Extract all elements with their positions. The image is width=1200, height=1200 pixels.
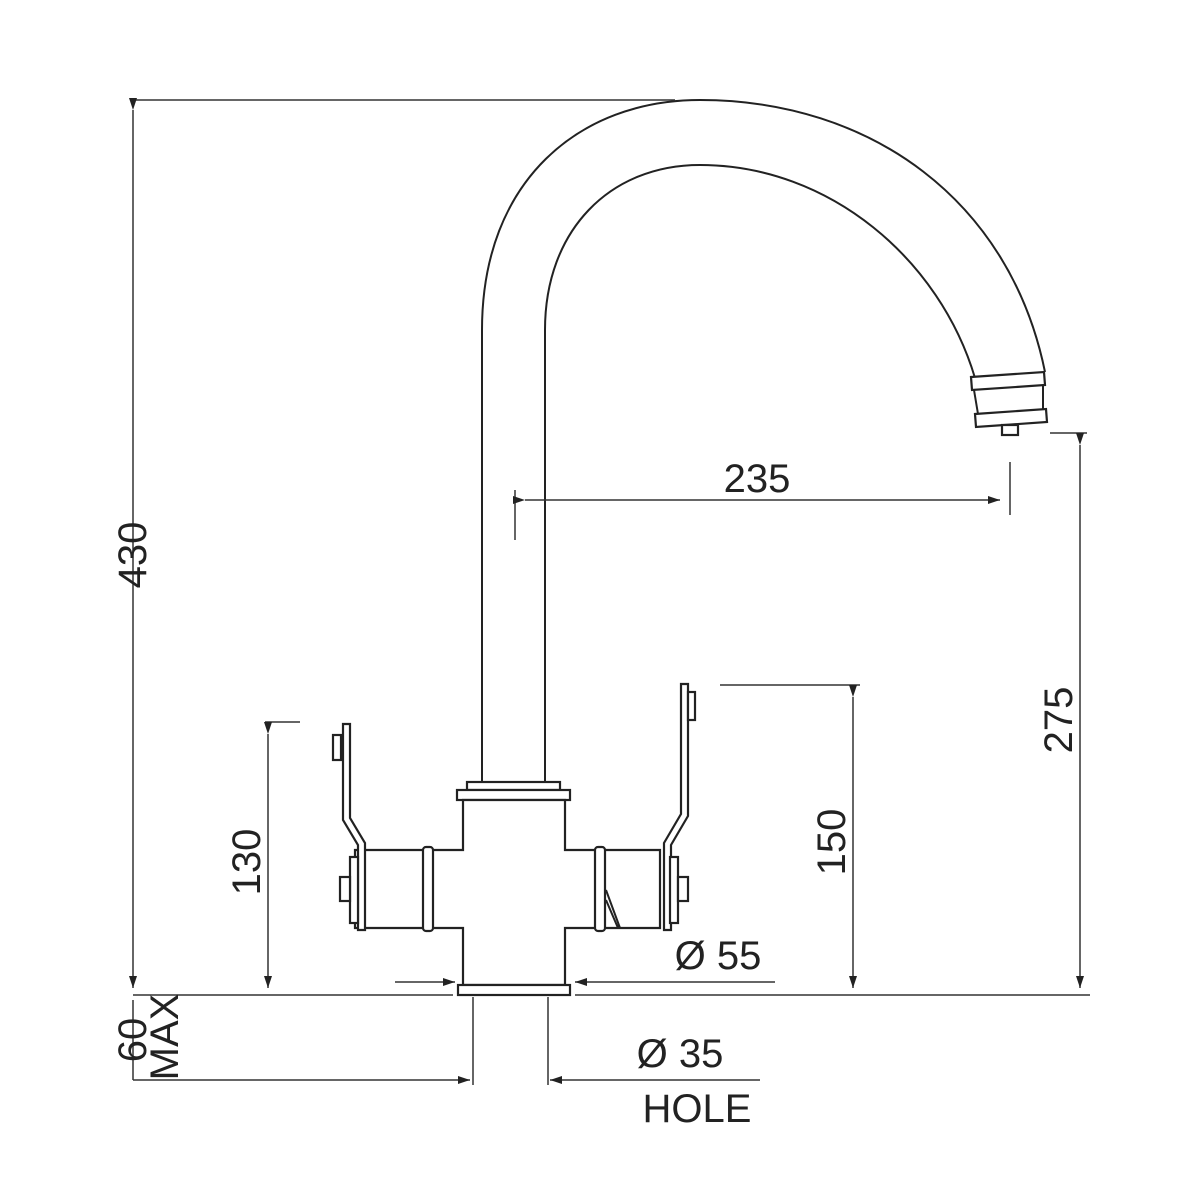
- dimension-hole-diameter: Ø 35 HOLE: [472, 997, 760, 1131]
- dimension-right-lever-height: 150: [720, 684, 860, 988]
- left-lever: [331, 722, 367, 932]
- label-deck-thickness: 60: [111, 1018, 155, 1063]
- right-lever: [662, 682, 697, 932]
- spout: [481, 98, 1049, 782]
- spout-nozzle: [969, 370, 1049, 437]
- dimension-deck-thickness: 60 MAX: [111, 994, 470, 1081]
- label-base-diameter: Ø 55: [675, 934, 762, 978]
- dimension-spout-height: 275: [1037, 432, 1087, 988]
- label-hole: HOLE: [643, 1087, 752, 1131]
- faucet-body: [353, 780, 662, 997]
- dimension-spout-reach: 235: [513, 457, 1011, 540]
- label-hole-diameter: Ø 35: [637, 1032, 724, 1076]
- dimension-overall-height: 430: [111, 98, 675, 988]
- label-deck-thickness-note: MAX: [143, 994, 187, 1081]
- label-right-lever-height: 150: [810, 809, 854, 876]
- label-spout-reach: 235: [724, 457, 791, 501]
- label-left-lever-height: 130: [225, 829, 269, 896]
- dimension-left-lever-height: 130: [225, 721, 300, 988]
- label-spout-height: 275: [1037, 687, 1081, 754]
- dimension-base-diameter: Ø 55: [395, 934, 775, 986]
- label-overall-height: 430: [111, 522, 155, 589]
